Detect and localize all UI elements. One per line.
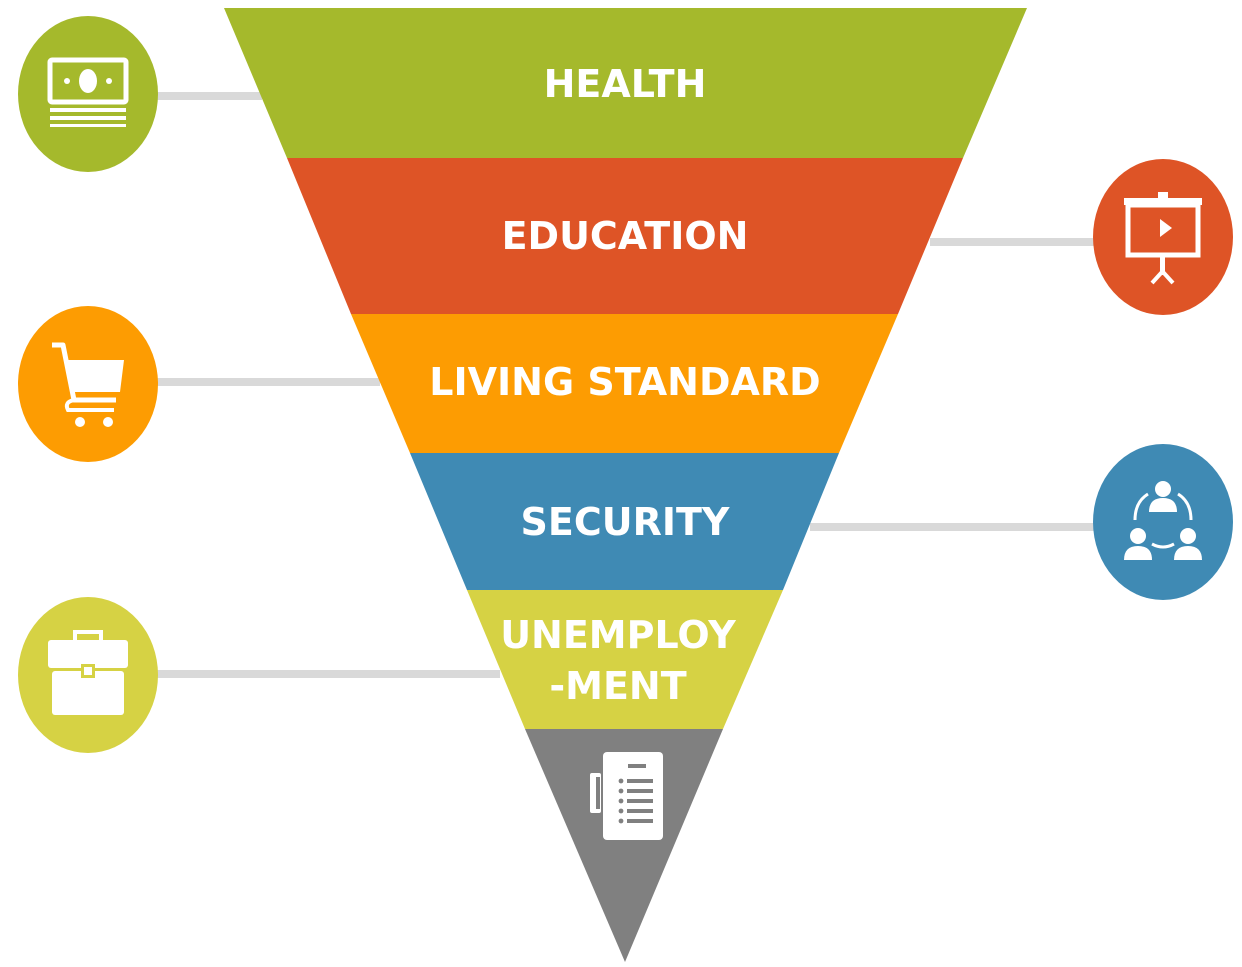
label-education: EDUCATION <box>502 214 749 258</box>
label-unemployment-line2: -MENT <box>549 664 686 708</box>
badge-money <box>18 16 158 172</box>
badge-briefcase <box>18 597 158 753</box>
label-health: HEALTH <box>544 62 707 106</box>
label-living-standard: LIVING STANDARD <box>429 360 820 404</box>
layer-unemployment <box>467 590 783 729</box>
label-security: SECURITY <box>521 500 730 544</box>
fax-document-icon <box>590 752 663 840</box>
layer-education <box>287 158 963 314</box>
shopping-cart-icon <box>52 342 124 427</box>
layer-security <box>410 453 839 590</box>
team-network-icon <box>1124 481 1202 560</box>
badge-team <box>1093 444 1233 600</box>
label-unemployment-line1: UNEMPLOY <box>500 613 736 657</box>
badge-cart <box>18 306 158 462</box>
badge-presentation <box>1093 159 1233 315</box>
briefcase-icon <box>48 630 128 715</box>
layer-bottom <box>525 729 723 962</box>
layer-health <box>224 8 1027 158</box>
presentation-board-icon <box>1124 192 1202 285</box>
money-icon <box>47 57 129 127</box>
connectors <box>155 92 1095 678</box>
layer-living-standard <box>351 314 898 453</box>
